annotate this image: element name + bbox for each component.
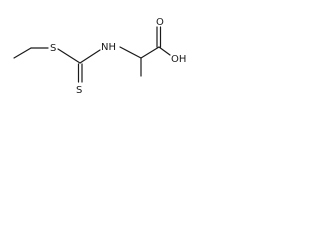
atom-o-carbonyl: O	[156, 17, 164, 28]
bond-cthio-n	[79, 49, 101, 64]
atom-s-thioether: S	[50, 43, 56, 54]
bond-n-calpha	[119, 46, 142, 59]
bond-calpha-ccarboxyl	[140, 46, 160, 59]
structural-formula: S S NH O OH	[13, 17, 186, 96]
atom-nh: NH	[101, 42, 116, 53]
atom-s-thione: S	[76, 85, 82, 96]
bond-s-cthio	[57, 48, 81, 64]
bond-carboxyl-oh	[158, 46, 171, 56]
atom-oh: OH	[171, 54, 186, 65]
bond-ethyl-c1-c2	[13, 47, 32, 59]
